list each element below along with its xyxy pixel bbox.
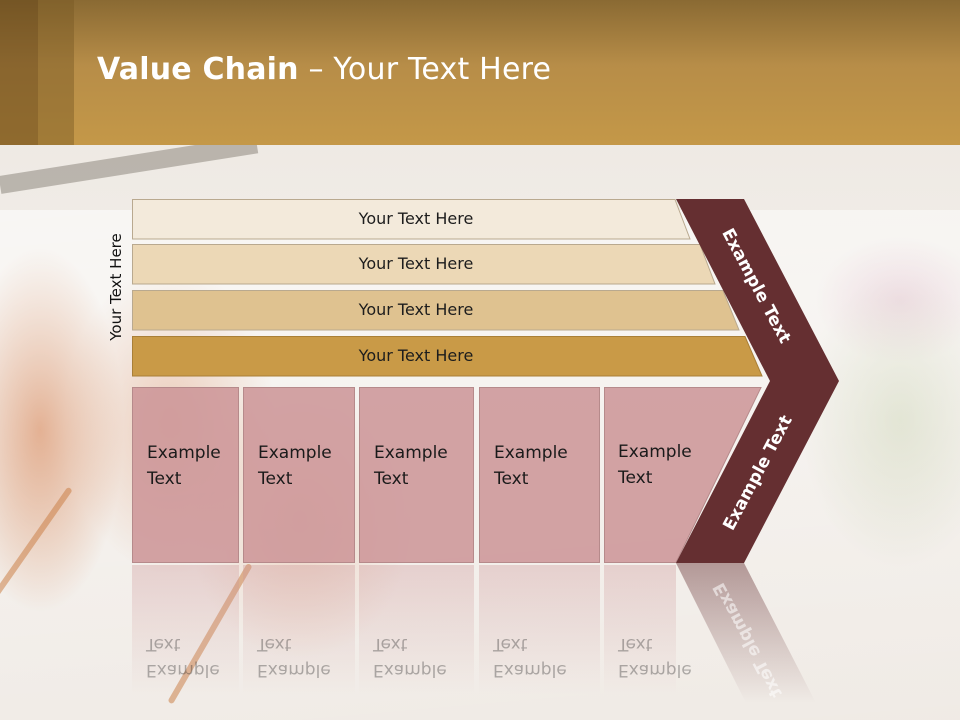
slide-title[interactable]: Value Chain – Your Text Here xyxy=(97,52,551,87)
activity-box-3-reflection: Example Text xyxy=(359,565,474,695)
side-label[interactable]: Your Text Here xyxy=(107,233,125,341)
activity-box-5-reflection: Example Text xyxy=(604,565,692,695)
activity-box-2-label: Example Text xyxy=(258,443,332,489)
bar-3-shape xyxy=(132,290,740,331)
margin-chevron[interactable] xyxy=(676,199,846,565)
bar-1-shape xyxy=(132,199,691,240)
title-bar-accent xyxy=(38,0,74,145)
activity-box-5-label: Example Text xyxy=(618,442,692,488)
activity-box-4[interactable]: Example Text xyxy=(479,387,600,563)
activity-box-4-label: Example Text xyxy=(494,443,568,489)
activity-box-3-label: Example Text xyxy=(374,443,448,489)
activity-box-3[interactable]: Example Text xyxy=(359,387,474,563)
activity-box-4-reflection: Example Text xyxy=(479,565,600,695)
bar-4-shape xyxy=(132,336,763,377)
activity-box-2-reflection: Example Text xyxy=(243,565,355,695)
activity-box-5-shape xyxy=(604,387,762,563)
activity-box-5[interactable]: Example Text xyxy=(604,387,762,563)
slide-title-rest: – Your Text Here xyxy=(298,52,552,87)
slide-title-bold: Value Chain xyxy=(97,52,299,87)
title-bar-accent xyxy=(0,0,38,145)
reflection-label: Example Text xyxy=(493,634,567,680)
activity-box-1-label: Example Text xyxy=(147,443,221,489)
margin-chevron-reflection xyxy=(676,563,816,703)
reflection-label: Example Text xyxy=(373,634,447,680)
bar-1-label: Your Text Here xyxy=(358,209,474,228)
bar-4-label: Your Text Here xyxy=(358,346,474,365)
reflection-label: Example Text xyxy=(146,634,220,680)
activity-box-1[interactable]: Example Text xyxy=(132,387,239,563)
title-bar: Value Chain – Your Text Here xyxy=(0,0,960,145)
bar-2-shape xyxy=(132,244,716,285)
bar-3-label: Your Text Here xyxy=(358,300,474,319)
activity-box-2[interactable]: Example Text xyxy=(243,387,355,563)
activity-box-1-reflection: Example Text xyxy=(132,565,239,695)
reflection-label: Example Text xyxy=(257,634,331,680)
bar-2-label: Your Text Here xyxy=(358,254,474,273)
